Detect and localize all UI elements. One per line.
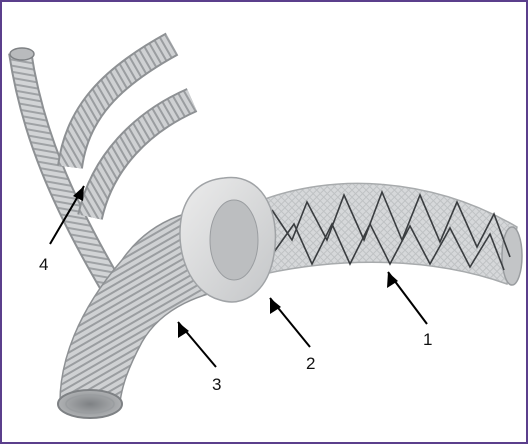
callout-label-3: 3 (212, 375, 221, 394)
callout-3: 3 (178, 322, 221, 394)
callout-label-4: 4 (39, 255, 48, 274)
callout-1: 1 (387, 272, 432, 349)
callout-2: 2 (270, 298, 315, 373)
callout-label-2: 2 (306, 354, 315, 373)
stented-graft-segment (257, 183, 522, 285)
callout-label-1: 1 (423, 330, 432, 349)
